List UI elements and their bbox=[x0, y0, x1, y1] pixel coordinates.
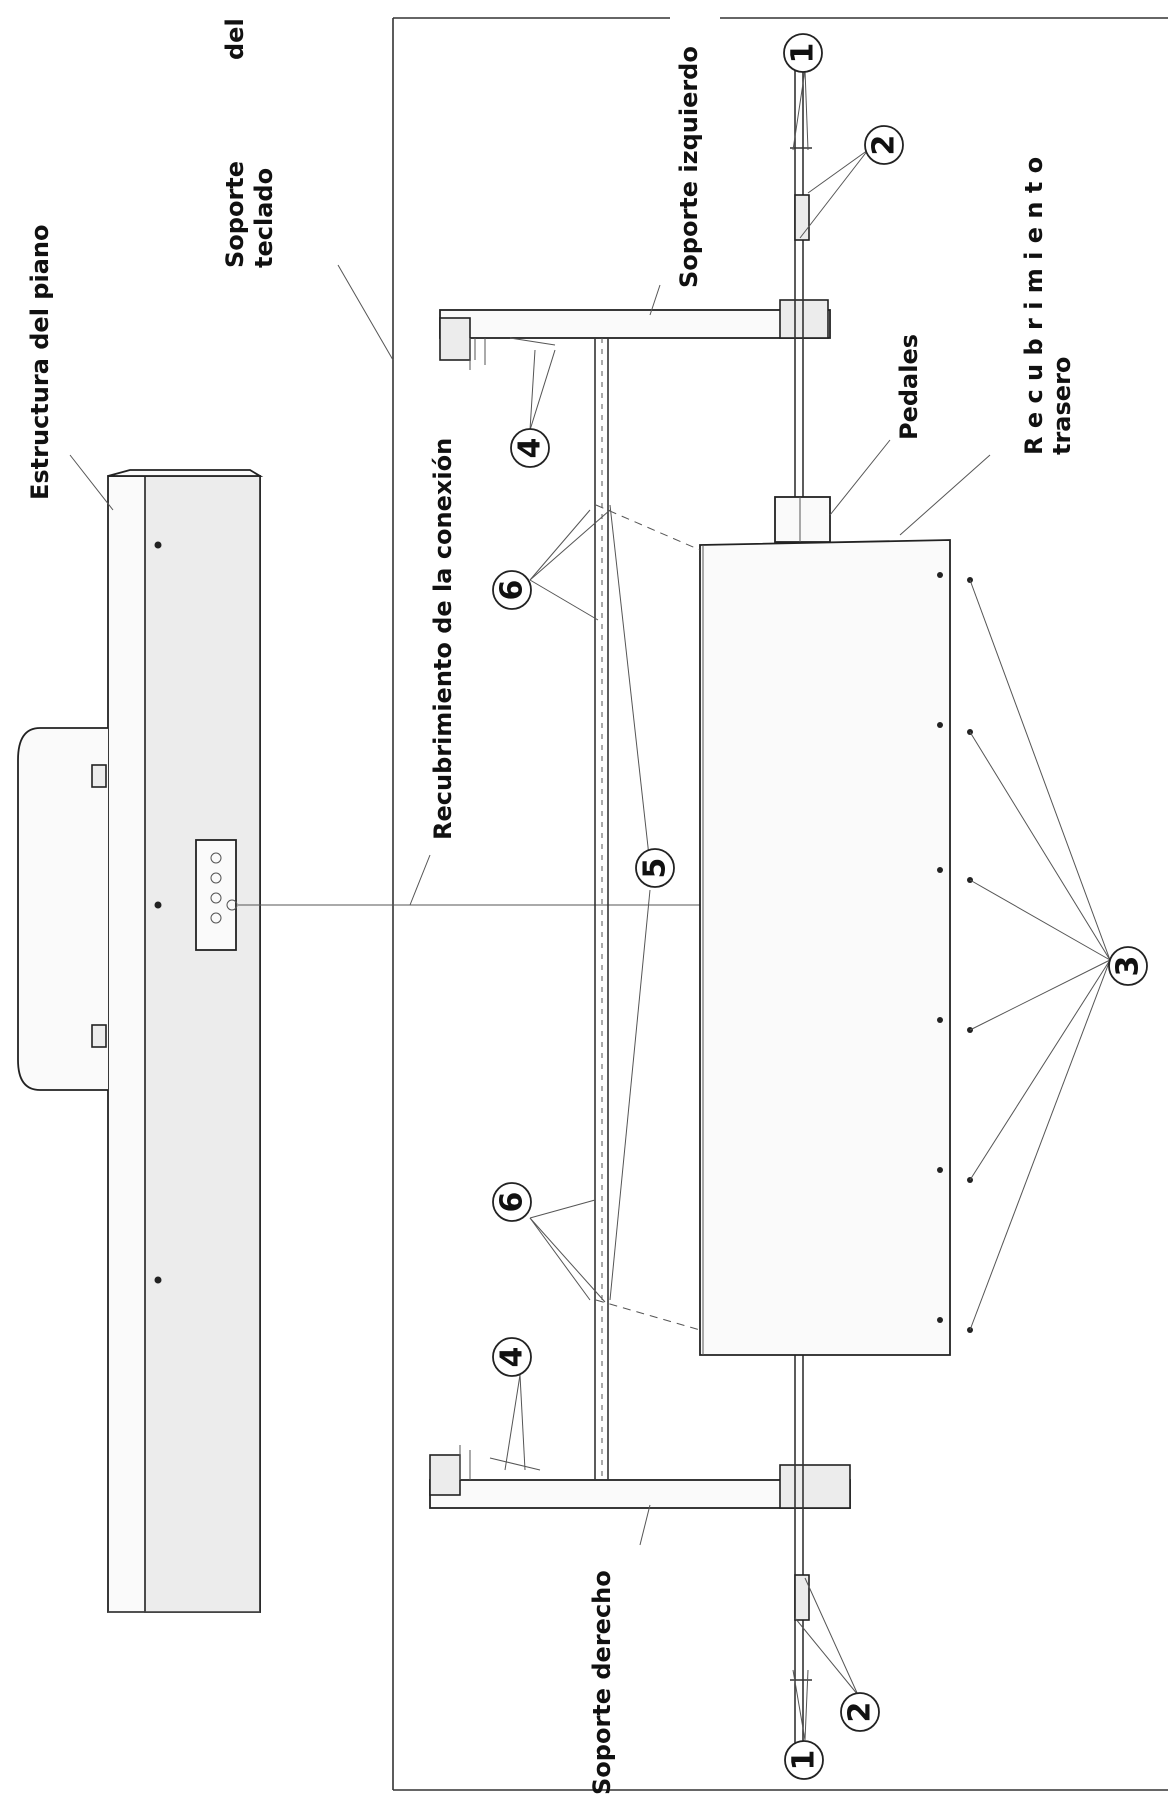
callout-2-label: 2 bbox=[867, 135, 902, 156]
stand-frame bbox=[392, 17, 1168, 1791]
callout-3-label: 3 bbox=[1111, 956, 1146, 977]
callout-4-label: 4 bbox=[495, 1347, 530, 1368]
connection-panel bbox=[195, 839, 700, 951]
callout-2-label: 2 bbox=[843, 1702, 878, 1723]
rear-cover bbox=[595, 504, 951, 1356]
callout-6-label: 6 bbox=[495, 1192, 530, 1213]
label-rear-cover-b: trasero bbox=[1048, 357, 1076, 455]
callout-5: 5 bbox=[635, 848, 675, 888]
crossbar bbox=[594, 338, 609, 1480]
callout-4-bottom: 4 bbox=[492, 1337, 532, 1377]
label-connection-cover: Recubrimiento de la conexión bbox=[429, 438, 457, 840]
label-right-stand: Soporte derecho bbox=[588, 1570, 616, 1795]
label-keyboard-stand-del: del bbox=[221, 18, 249, 60]
leader-lines bbox=[69, 69, 1111, 1741]
callout-6-bottom: 6 bbox=[492, 1182, 532, 1222]
callout-5-label: 5 bbox=[638, 858, 673, 879]
callout-4-label: 4 bbox=[513, 438, 548, 459]
label-pedals: Pedales bbox=[895, 334, 923, 440]
callout-1-label: 1 bbox=[787, 1750, 822, 1771]
right-stand bbox=[429, 1445, 851, 1509]
callout-2-top: 2 bbox=[864, 125, 904, 165]
label-keyboard-stand-b: teclado bbox=[250, 168, 278, 268]
label-piano-structure: Estructura del piano bbox=[26, 225, 54, 500]
callout-6-top: 6 bbox=[492, 570, 532, 610]
callout-3: 3 bbox=[1108, 946, 1148, 986]
callout-1-top: 1 bbox=[783, 33, 823, 73]
callout-1-label: 1 bbox=[786, 43, 821, 64]
piano-body bbox=[107, 469, 264, 1613]
callout-6-label: 6 bbox=[495, 580, 530, 601]
label-keyboard-stand-a: Soporte bbox=[221, 161, 249, 268]
left-stand bbox=[439, 299, 831, 370]
callout-1-bottom: 1 bbox=[784, 1740, 824, 1780]
callout-4-top: 4 bbox=[510, 428, 550, 468]
music-rest bbox=[17, 727, 108, 1091]
pedal-box bbox=[774, 496, 831, 543]
callout-2-bottom: 2 bbox=[840, 1692, 880, 1732]
label-left-stand: Soporte izquierdo bbox=[675, 46, 703, 288]
label-rear-cover-a: R e c u b r i m i e n t o bbox=[1020, 157, 1048, 455]
